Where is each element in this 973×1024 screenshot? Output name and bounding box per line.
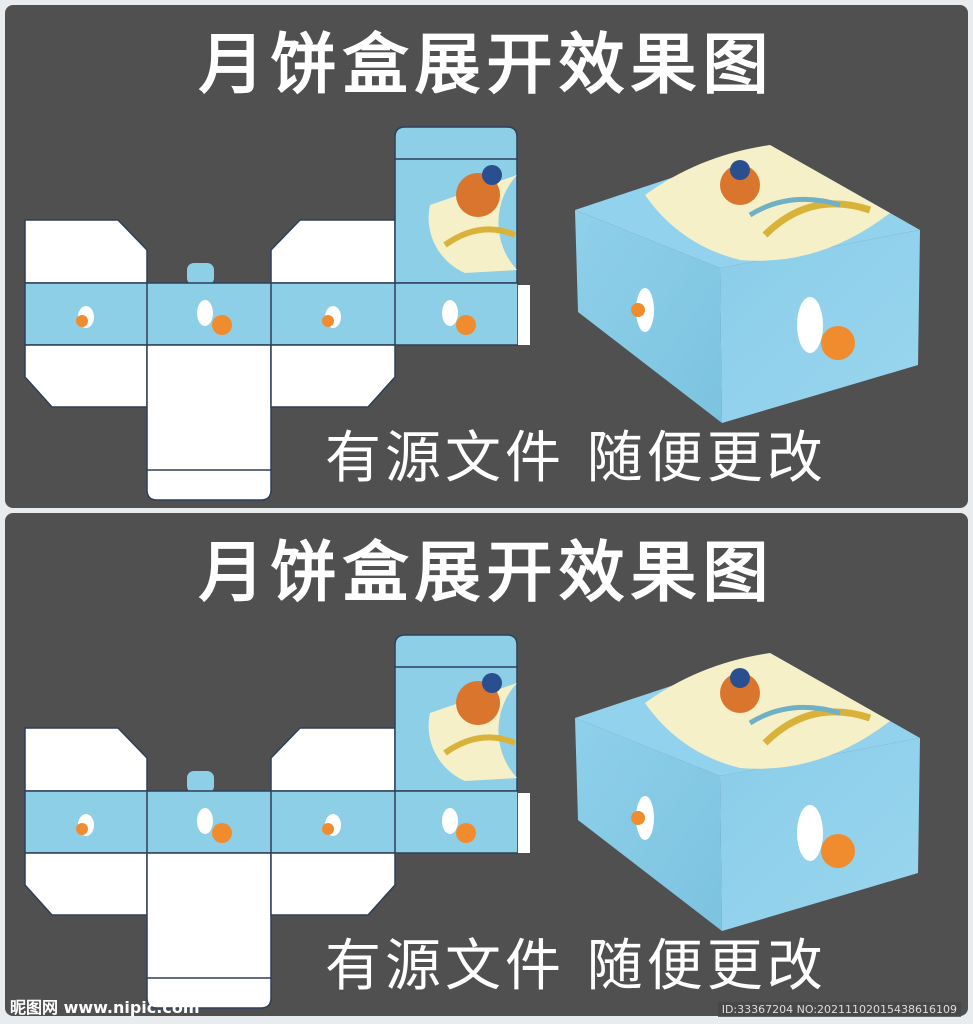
box-artwork: [24, 634, 920, 1009]
right-bottom-flap: [270, 344, 396, 408]
left-bottom-flap: [24, 344, 148, 408]
watermark-site: 昵图网 www.nipic.com: [10, 998, 200, 1017]
box-dieline: [24, 634, 530, 1009]
right-top-flap: [270, 727, 396, 792]
rabbit-illustrations: [76, 808, 476, 843]
glue-tab-side: [518, 285, 530, 345]
box-artwork: [24, 126, 920, 501]
box-3d-mockup: [575, 653, 920, 931]
left-top-flap: [24, 219, 148, 284]
glue-tab-side: [518, 793, 530, 853]
watermark-id: ID:33367204 NO:20211102015438616109: [717, 1002, 961, 1017]
panel-title: 月饼盒展开效果图: [198, 534, 775, 611]
right-top-flap: [270, 219, 396, 284]
panel-subtitle: 有源文件 随便更改: [325, 426, 827, 491]
glue-tab-top: [187, 263, 214, 285]
design-panel: 月饼盒展开效果图: [5, 5, 968, 508]
box-3d-mockup: [575, 145, 920, 423]
bottom-panel: [146, 852, 272, 1009]
bottom-panel: [146, 344, 272, 501]
right-bottom-flap: [270, 852, 396, 916]
box-dieline: [24, 126, 530, 501]
glue-tab-top: [187, 771, 214, 793]
left-top-flap: [24, 727, 148, 792]
panel-subtitle: 有源文件 随便更改: [325, 934, 827, 999]
design-panel: 月饼盒展开效果图: [5, 513, 968, 1016]
rabbit-illustrations: [76, 300, 476, 335]
panel-title: 月饼盒展开效果图: [198, 26, 775, 103]
left-bottom-flap: [24, 852, 148, 916]
